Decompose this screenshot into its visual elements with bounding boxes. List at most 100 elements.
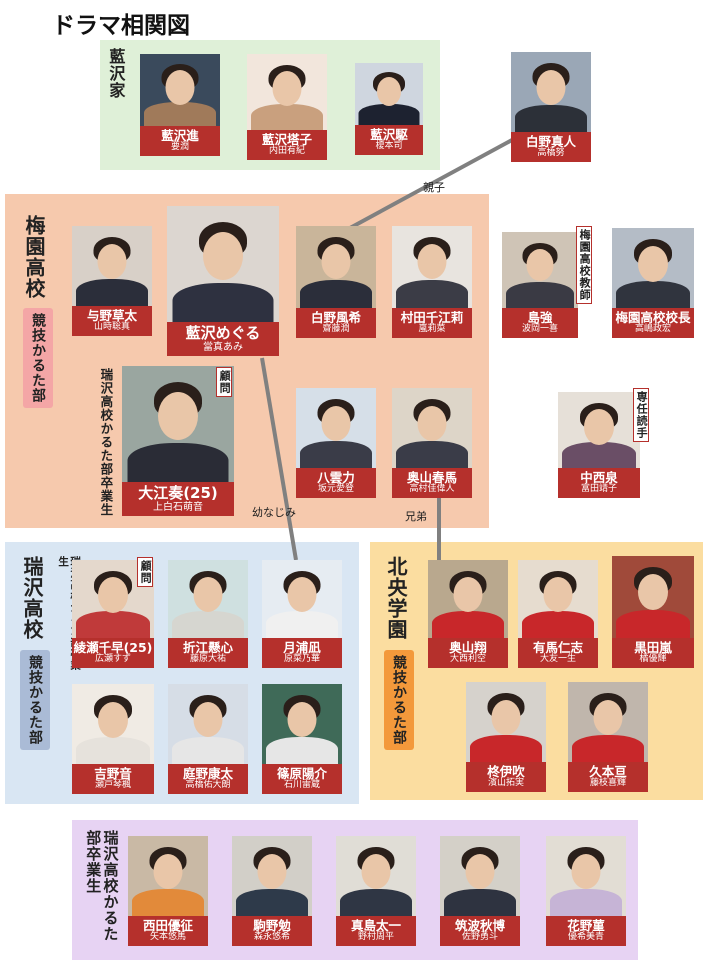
actor-name: 内田有紀: [268, 146, 305, 157]
portrait-photo: [568, 682, 648, 762]
person-card-yono-souta: 与野草太山時聡真: [72, 226, 152, 336]
actor-name: 藤枝喜輝: [589, 778, 626, 789]
portrait-photo: [502, 232, 578, 308]
name-plate: 大江奏(25)上白石萌音: [122, 482, 234, 516]
portrait-photo: [518, 560, 598, 638]
portrait-photo: [546, 836, 626, 916]
name-plate: 筑波秋博佐野勇斗: [440, 916, 520, 946]
portrait-photo: [232, 836, 312, 916]
badge-oe-advisor: 顧問: [216, 367, 233, 397]
badge-shima-teacher: 梅園高校教師: [576, 226, 593, 304]
person-card-aizawa-touko: 藍沢塔子内田有紀: [247, 54, 327, 160]
actor-name: 高橋努: [537, 148, 565, 159]
actor-name: 原菜乃華: [283, 654, 320, 665]
actor-name: 藤原大祐: [189, 654, 226, 665]
actor-name: 森永悠希: [253, 932, 290, 943]
role-name: 藍沢進: [161, 127, 199, 143]
role-name: 奥山春馬: [406, 469, 457, 485]
portrait-photo: [612, 556, 694, 638]
actor-name: 嵐莉菜: [418, 324, 446, 335]
relation-label-osananajimi: 幼なじみ: [252, 506, 296, 519]
person-card-shima-tsuyoshi: 島強波岡一喜: [502, 232, 578, 338]
role-name: 花野菫: [567, 917, 605, 933]
person-card-aizawa-meguru: 藍沢めぐる當真あみ: [167, 206, 279, 356]
club-tag-hokuou: 競技かるた部: [384, 650, 414, 750]
group-label-baien: 梅園高校: [22, 215, 46, 299]
actor-name: 高橋佑大朗: [185, 780, 231, 791]
actor-name: 広瀬すず: [94, 654, 131, 665]
actor-name: 瀬戸琴楓: [94, 780, 131, 791]
role-name: 筑波秋博: [454, 917, 505, 933]
actor-name: 要潤: [170, 142, 189, 153]
actor-name: 優希美青: [567, 932, 604, 943]
actor-name: 齋藤潤: [322, 324, 350, 335]
portrait-photo: [440, 836, 520, 916]
name-plate: 有馬仁志大友一生: [518, 638, 598, 668]
person-card-hiiragi-ibuki: 柊伊吹濱山拓実: [466, 682, 546, 792]
name-plate: 白野真人高橋努: [511, 132, 591, 162]
portrait-photo: [122, 366, 234, 482]
name-plate: 八雲力坂元愛登: [296, 468, 376, 498]
portrait-photo: [168, 560, 248, 638]
person-card-shirano-fuuki: 白野風希齋藤潤: [296, 226, 376, 338]
portrait-photo: [428, 560, 508, 638]
actor-name: 上白石萌音: [153, 502, 203, 514]
actor-name: 富田靖子: [580, 484, 617, 495]
person-card-yoshino-on: 吉野音瀬戸琴楓: [72, 684, 154, 794]
club-tag-zuisawa: 競技かるた部: [20, 650, 50, 750]
person-card-tsukuba-akihiro: 筑波秋博佐野勇斗: [440, 836, 520, 946]
name-plate: 島強波岡一喜: [502, 308, 578, 338]
actor-name: 當真あみ: [203, 342, 243, 354]
role-name: 藍沢塔子: [261, 131, 312, 147]
portrait-photo: [247, 54, 327, 130]
badge-nakanishi-reader: 専任読手: [633, 388, 650, 442]
person-card-nakanishi-izumi: 中西泉富田靖子: [558, 392, 640, 498]
person-card-tsukiura-nagi: 月浦凪原菜乃華: [262, 560, 342, 668]
actor-name: 高嶋政宏: [634, 324, 671, 335]
name-plate: 庭野康太高橋佑大朗: [168, 764, 248, 794]
actor-name: 橘優輝: [639, 654, 667, 665]
role-name: 柊伊吹: [487, 763, 525, 779]
role-name: 与野草太: [86, 307, 137, 323]
person-card-mashima-taichi: 真島太一野村周平: [336, 836, 416, 946]
role-name: 篠原陽介: [276, 765, 327, 781]
role-name: 真島太一: [350, 917, 401, 933]
role-name: 藍沢めぐる: [185, 323, 261, 342]
name-plate: 柊伊吹濱山拓実: [466, 762, 546, 792]
role-name: 久本亘: [589, 763, 627, 779]
line-osananajimi: [260, 357, 298, 561]
portrait-photo: [511, 52, 591, 132]
portrait-photo: [72, 684, 154, 764]
person-card-komano-tsutomu: 駒野勉森永悠希: [232, 836, 312, 946]
group-label-aizawa: 藍沢家: [106, 48, 126, 99]
person-card-oe-kanade: 大江奏(25)上白石萌音: [122, 366, 234, 516]
role-name: 黒田嵐: [634, 639, 672, 655]
role-name: 白野風希: [310, 309, 361, 325]
name-plate: 藍沢塔子内田有紀: [247, 130, 327, 160]
role-name: 藍沢駆: [370, 126, 408, 142]
person-card-baien-principal: 梅園高校校長高嶋政宏: [612, 228, 694, 338]
portrait-photo: [72, 226, 152, 306]
name-plate: 与野草太山時聡真: [72, 306, 152, 336]
role-name: 大江奏(25): [138, 483, 218, 502]
actor-name: 山時聡真: [93, 322, 130, 333]
person-card-arima-hitoshi: 有馬仁志大友一生: [518, 560, 598, 668]
name-plate: 藍沢進要潤: [140, 126, 220, 156]
actor-name: 野村周平: [357, 932, 394, 943]
actor-name: 矢本悠馬: [149, 932, 186, 943]
side-label-oe-alumni: 瑞沢高校かるた部卒業生: [98, 368, 114, 517]
actor-name: 大西利空: [449, 654, 486, 665]
role-name: 八雲力: [317, 469, 355, 485]
role-name: 西田優征: [142, 917, 193, 933]
actor-name: 波岡一喜: [521, 324, 558, 335]
name-plate: 駒野勉森永悠希: [232, 916, 312, 946]
actor-name: 石川雷蔵: [283, 780, 320, 791]
actor-name: 坂元愛登: [317, 484, 354, 495]
name-plate: 吉野音瀬戸琴楓: [72, 764, 154, 794]
person-card-okuyama-haruma: 奥山春馬高村佳偉人: [392, 388, 472, 498]
portrait-photo: [392, 226, 472, 308]
name-plate: 篠原陽介石川雷蔵: [262, 764, 342, 794]
name-plate: 藍沢めぐる當真あみ: [167, 322, 279, 356]
portrait-photo: [168, 684, 248, 764]
name-plate: 月浦凪原菜乃華: [262, 638, 342, 668]
